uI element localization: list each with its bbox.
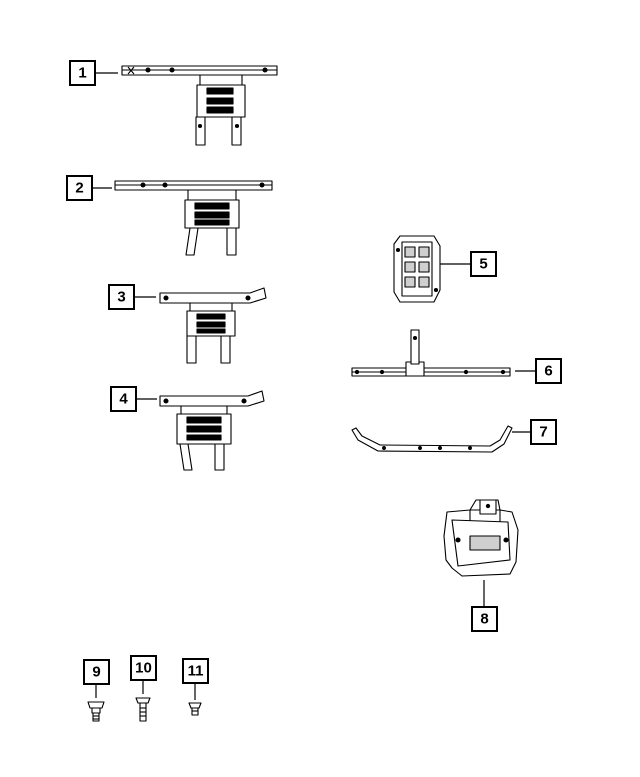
part-10-bolt (135, 697, 151, 722)
callout-4-label: 4 (119, 391, 128, 408)
callout-11: 11 (182, 658, 209, 684)
callout-2: 2 (66, 175, 93, 201)
callout-5-label: 5 (479, 256, 487, 273)
callout-7-label: 7 (539, 424, 547, 441)
callout-6: 6 (535, 358, 562, 384)
part-9-bolt (87, 701, 105, 722)
part-6-crossmember (351, 329, 511, 377)
part-5-skid-plate (393, 235, 441, 303)
callout-10-label: 10 (135, 660, 152, 677)
callout-11-label: 11 (188, 663, 204, 680)
part-2-crossmember (114, 180, 273, 256)
part-1-crossmember (121, 65, 278, 146)
part-4-crossmember (159, 390, 265, 471)
callout-9-label: 9 (92, 664, 100, 681)
callout-8-label: 8 (480, 611, 488, 628)
part-7-crossmember (351, 425, 513, 453)
callout-7: 7 (530, 419, 557, 445)
callout-2-label: 2 (75, 180, 83, 197)
callout-5: 5 (470, 251, 497, 277)
part-3-crossmember (159, 287, 267, 364)
callout-1-label: 1 (78, 65, 86, 82)
callout-3: 3 (108, 284, 135, 310)
callout-8: 8 (471, 606, 498, 632)
callout-1: 1 (69, 60, 96, 86)
part-11-bolt (188, 702, 202, 716)
callout-9: 9 (83, 659, 110, 685)
callout-6-label: 6 (544, 363, 552, 380)
part-8-shield (443, 499, 519, 577)
callout-3-label: 3 (117, 289, 125, 306)
callout-10: 10 (130, 655, 157, 681)
callout-4: 4 (110, 386, 137, 412)
